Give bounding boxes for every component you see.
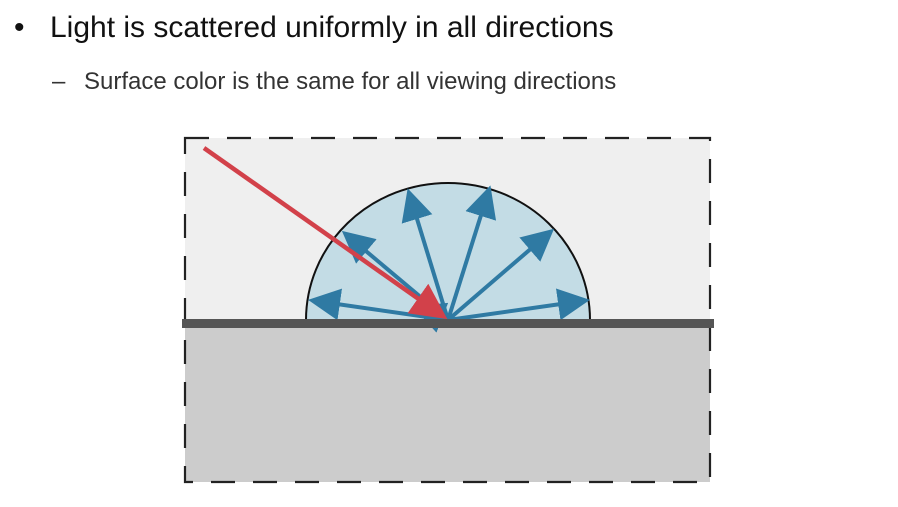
surface-line: [182, 319, 714, 328]
bullet-row: • Light is scattered uniformly in all di…: [14, 8, 614, 48]
bullet-text: Light is scattered uniformly in all dire…: [50, 11, 614, 44]
scattered-ray: [446, 228, 555, 322]
incident-ray: [202, 146, 448, 320]
dashed-border: [183, 136, 712, 484]
sub-bullet-row: – Surface color is the same for all view…: [52, 66, 616, 98]
bullet-marker: •: [14, 11, 25, 44]
scattered-ray: [447, 288, 590, 322]
scattered-ray: [446, 185, 497, 321]
hemisphere: [304, 182, 592, 321]
sub-bullet-text: Surface color is the same for all viewin…: [84, 68, 617, 95]
sub-bullet-marker: –: [52, 68, 66, 95]
lower-region: [185, 324, 710, 482]
